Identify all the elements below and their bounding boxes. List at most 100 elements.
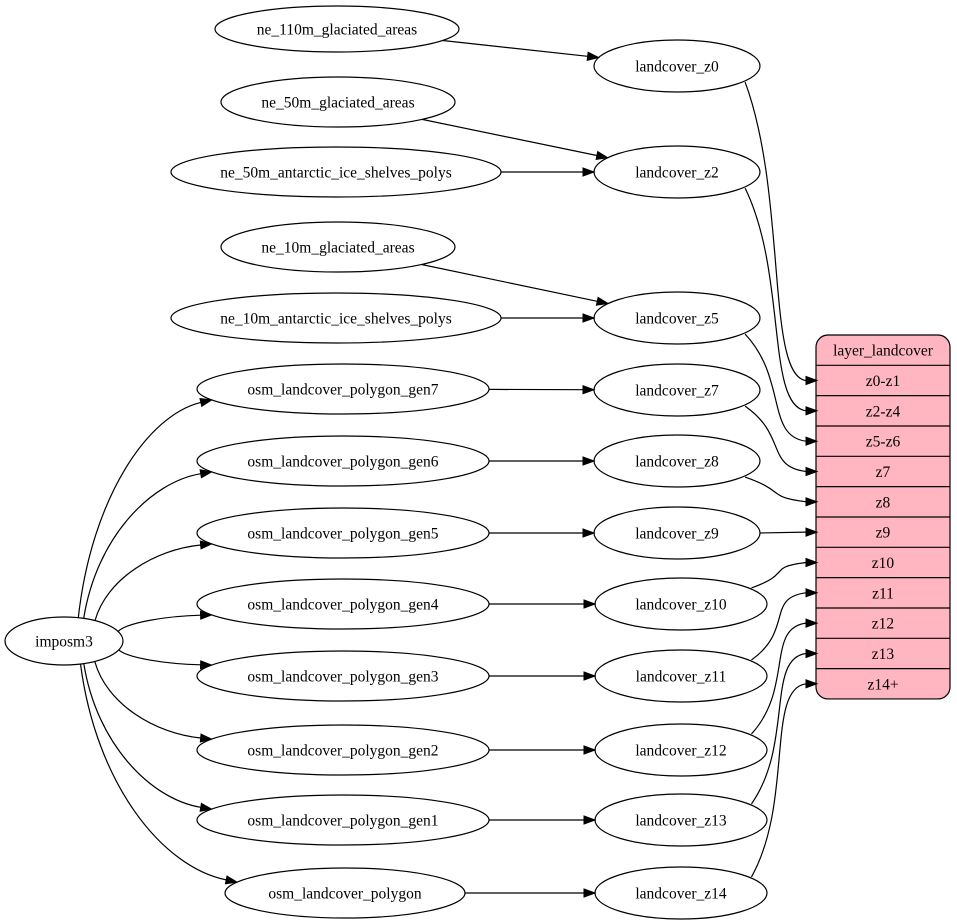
edge-landcover_z8-to-z8 <box>744 476 819 507</box>
edges-layer <box>77 39 819 898</box>
node-osm_landcover_polygon_gen7: osm_landcover_polygon_gen7 <box>196 363 490 415</box>
node-label-landcover_z10: landcover_z10 <box>635 597 726 614</box>
edge-landcover_z13-to-z13 <box>751 648 819 805</box>
edge-landcover_z11-to-z11 <box>751 588 819 661</box>
edge-ne_10m_antarctic_ice_shelves_polys-to-landcover_z5 <box>501 313 596 323</box>
node-ne_50m_glaciated_areas: ne_50m_glaciated_areas <box>220 76 456 128</box>
node-ne_10m_antarctic_ice_shelves_polys: ne_10m_antarctic_ice_shelves_polys <box>170 292 502 344</box>
edge-line <box>442 39 588 57</box>
edge-arrowhead <box>586 51 601 61</box>
edge-arrowhead <box>583 745 597 755</box>
node-ne_110m_glaciated_areas: ne_110m_glaciated_areas <box>214 5 460 53</box>
edge-ne_50m_glaciated_areas-to-landcover_z2 <box>421 118 610 160</box>
edge-arrowhead <box>583 888 597 898</box>
node-label-osm_landcover_polygon_gen3: osm_landcover_polygon_gen3 <box>247 669 438 686</box>
edge-line <box>421 263 598 302</box>
edge-line <box>94 661 201 739</box>
edge-arrowhead <box>199 610 214 620</box>
node-osm_landcover_polygon_gen3: osm_landcover_polygon_gen3 <box>196 650 490 702</box>
node-label-imposm3: imposm3 <box>35 634 93 651</box>
edge-arrowhead <box>582 313 596 323</box>
node-label-ne_10m_glaciated_areas: ne_10m_glaciated_areas <box>261 240 414 257</box>
node-osm_landcover_polygon_gen5: osm_landcover_polygon_gen5 <box>196 507 490 559</box>
node-label-ne_10m_antarctic_ice_shelves_polys: ne_10m_antarctic_ice_shelves_polys <box>220 311 452 328</box>
node-ellipse-ne_50m_glaciated_areas <box>220 76 456 128</box>
edge-arrowhead <box>582 456 596 466</box>
table-row-z9: z9 <box>876 525 891 542</box>
node-label-ne_50m_glaciated_areas: ne_50m_glaciated_areas <box>261 95 414 112</box>
edge-landcover_z5-to-z5-z6 <box>744 333 819 446</box>
node-landcover_z8: landcover_z8 <box>593 434 761 488</box>
table-title: layer_landcover <box>833 343 934 360</box>
table-row-z2-z4: z2-z4 <box>866 403 901 420</box>
edge-arrowhead <box>582 528 596 538</box>
edge-arrowhead <box>595 150 610 160</box>
node-ne_50m_antarctic_ice_shelves_polys: ne_50m_antarctic_ice_shelves_polys <box>170 146 502 198</box>
edge-ne_110m_glaciated_areas-to-landcover_z0 <box>442 39 601 61</box>
node-landcover_z9: landcover_z9 <box>593 506 761 560</box>
node-ellipse-osm_landcover_polygon_gen7 <box>196 363 490 415</box>
node-label-landcover_z2: landcover_z2 <box>635 165 719 182</box>
edge-arrowhead <box>583 671 597 681</box>
node-label-landcover_z14: landcover_z14 <box>635 886 726 903</box>
node-landcover_z12: landcover_z12 <box>594 723 768 777</box>
node-label-osm_landcover_polygon_gen4: osm_landcover_polygon_gen4 <box>247 597 438 614</box>
table-row-z5-z6: z5-z6 <box>866 434 901 451</box>
edge-arrowhead <box>199 398 214 408</box>
edge-arrowhead <box>805 527 819 537</box>
node-landcover_z0: landcover_z0 <box>593 39 761 93</box>
node-label-landcover_z8: landcover_z8 <box>635 454 719 471</box>
node-ellipse-imposm3 <box>4 616 124 666</box>
edge-line <box>421 118 598 157</box>
node-label-osm_landcover_polygon: osm_landcover_polygon <box>268 886 422 903</box>
edge-arrowhead <box>805 497 819 507</box>
edge-line <box>751 592 807 661</box>
edge-line <box>751 652 807 805</box>
node-osm_landcover_polygon_gen6: osm_landcover_polygon_gen6 <box>196 435 490 487</box>
node-landcover_z2: landcover_z2 <box>593 145 761 199</box>
table-row-z12: z12 <box>872 616 894 633</box>
node-label-landcover_z12: landcover_z12 <box>635 743 726 760</box>
edge-line <box>118 649 201 666</box>
node-label-osm_landcover_polygon_gen5: osm_landcover_polygon_gen5 <box>247 526 438 543</box>
node-ellipse-ne_110m_glaciated_areas <box>214 5 460 53</box>
edge-ne_10m_glaciated_areas-to-landcover_z5 <box>421 263 610 306</box>
node-label-osm_landcover_polygon_gen2: osm_landcover_polygon_gen2 <box>247 743 438 760</box>
edge-arrowhead <box>582 167 596 177</box>
node-osm_landcover_polygon_gen1: osm_landcover_polygon_gen1 <box>196 794 490 846</box>
edge-line <box>744 81 807 382</box>
edge-landcover_z12-to-z12 <box>751 618 819 735</box>
edge-arrowhead <box>583 815 597 825</box>
edge-line <box>79 663 227 881</box>
node-label-landcover_z0: landcover_z0 <box>635 59 719 76</box>
node-imposm3: imposm3 <box>4 616 124 666</box>
table-row-z14+: z14+ <box>867 676 898 693</box>
edge-arrowhead <box>582 384 596 395</box>
edge-imposm3-to-osm_landcover_polygon_gen1 <box>83 663 214 812</box>
edge-imposm3-to-osm_landcover_polygon_gen4 <box>117 610 214 632</box>
table-row-z7: z7 <box>876 464 891 481</box>
edge-osm_landcover_polygon_gen1-to-landcover_z13 <box>489 815 597 825</box>
node-landcover_z14: landcover_z14 <box>594 866 768 920</box>
node-ne_10m_glaciated_areas: ne_10m_glaciated_areas <box>220 221 456 273</box>
node-label-landcover_z11: landcover_z11 <box>636 669 727 686</box>
edge-arrowhead <box>805 648 819 659</box>
edge-line <box>759 531 807 534</box>
node-label-ne_50m_antarctic_ice_shelves_polys: ne_50m_antarctic_ice_shelves_polys <box>220 165 452 182</box>
edge-arrowhead <box>199 469 214 479</box>
edge-osm_landcover_polygon-to-landcover_z14 <box>465 888 597 898</box>
node-label-osm_landcover_polygon_gen1: osm_landcover_polygon_gen1 <box>247 813 438 830</box>
edge-arrowhead <box>199 660 214 670</box>
edge-osm_landcover_polygon_gen2-to-landcover_z12 <box>489 745 597 755</box>
edge-osm_landcover_polygon_gen3-to-landcover_z11 <box>489 671 597 681</box>
edge-line <box>744 333 807 442</box>
edge-imposm3-to-osm_landcover_polygon_gen7 <box>77 398 214 618</box>
edge-imposm3-to-osm_landcover_polygon_gen3 <box>118 649 214 670</box>
edge-arrowhead <box>805 466 819 477</box>
edge-line <box>751 561 807 589</box>
edge-arrowhead <box>805 406 819 416</box>
table-row-z10: z10 <box>872 555 895 572</box>
node-ellipse-ne_10m_glaciated_areas <box>220 221 456 273</box>
edge-landcover_z2-to-z2-z4 <box>744 187 819 416</box>
